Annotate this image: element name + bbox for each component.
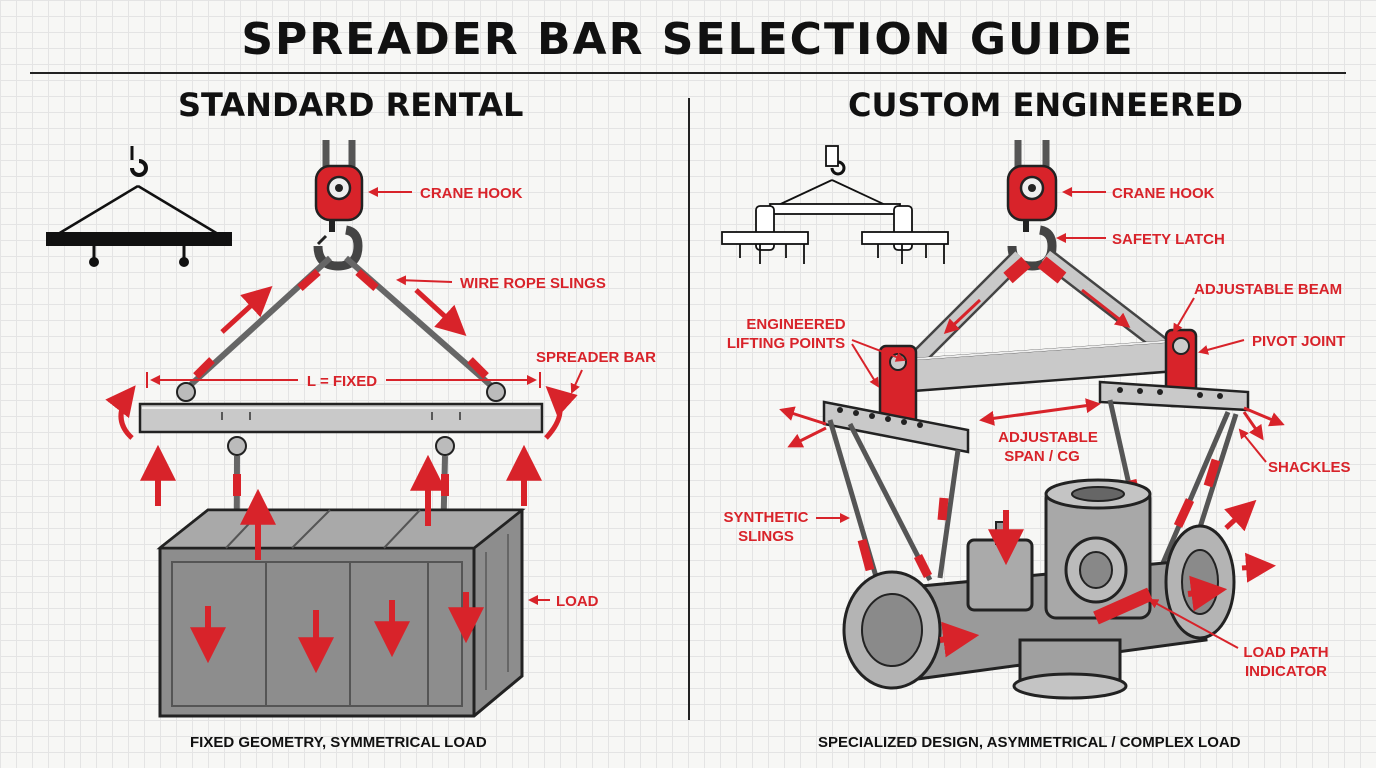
pivot-joint-leader bbox=[1198, 339, 1245, 355]
fixed-length-dimension bbox=[146, 372, 541, 388]
label-shackles: SHACKLES bbox=[1268, 459, 1351, 476]
lifting-points-leader-1 bbox=[851, 339, 906, 362]
label-span-cg: SPAN / CG bbox=[1004, 448, 1080, 465]
custom-engineered-caption: SPECIALIZED DESIGN, ASYMMETRICAL / COMPL… bbox=[818, 734, 1241, 751]
label-lifting-points: LIFTING POINTS bbox=[727, 335, 845, 352]
label-spreader-bar: SPREADER BAR bbox=[536, 349, 656, 366]
adjustable-beam-leader bbox=[1172, 297, 1195, 334]
adjustable-span-dimension bbox=[979, 398, 1101, 426]
left-tension-arrow bbox=[220, 285, 273, 334]
standard-rental-caption: FIXED GEOMETRY, SYMMETRICAL LOAD bbox=[190, 734, 487, 751]
label-safety-latch: SAFETY LATCH bbox=[1112, 231, 1225, 248]
standard-bar-icon bbox=[46, 146, 232, 267]
label-load-path: LOAD PATH bbox=[1243, 644, 1328, 661]
synthetic-slings bbox=[827, 399, 1239, 591]
label-synthetic: SYNTHETIC bbox=[723, 509, 808, 526]
title-rule bbox=[30, 72, 1346, 74]
left-lift-arrows bbox=[140, 444, 542, 674]
lifting-points-leader-2 bbox=[851, 343, 880, 388]
label-slings: SLINGS bbox=[738, 528, 794, 545]
right-rotation-arrow bbox=[544, 385, 578, 440]
label-crane-hook: CRANE HOOK bbox=[420, 185, 523, 202]
label-adjustable: ADJUSTABLE bbox=[998, 429, 1098, 446]
load-path-arrows bbox=[939, 499, 1276, 658]
left-crane-block bbox=[313, 140, 364, 271]
label-indicator: INDICATOR bbox=[1245, 663, 1327, 680]
custom-bar-icon bbox=[721, 145, 949, 264]
pipe-valve-load bbox=[842, 478, 1236, 700]
right-tension-arrow bbox=[414, 288, 467, 337]
label-engineered: ENGINEERED bbox=[746, 316, 845, 333]
spreader-bar bbox=[138, 382, 544, 456]
panel-divider bbox=[688, 98, 690, 720]
label-adjustable-beam: ADJUSTABLE BEAM bbox=[1194, 281, 1342, 298]
standard-rental-heading: STANDARD RENTAL bbox=[178, 86, 524, 124]
label-l-fixed: L = FIXED bbox=[307, 373, 377, 390]
label-pivot-joint: PIVOT JOINT bbox=[1252, 333, 1345, 350]
custom-engineered-heading: CUSTOM ENGINEERED bbox=[848, 86, 1243, 124]
page-title: SPREADER BAR SELECTION GUIDE bbox=[241, 14, 1135, 65]
label-load: LOAD bbox=[556, 593, 599, 610]
slings-leader bbox=[396, 275, 453, 286]
shackles-leader bbox=[1238, 428, 1267, 463]
left-wire-rope-slings bbox=[182, 255, 498, 393]
label-crane-hook-right: CRANE HOOK bbox=[1112, 185, 1215, 202]
load-path-leader bbox=[1148, 599, 1239, 649]
label-wire-rope-slings: WIRE ROPE SLINGS bbox=[460, 275, 606, 292]
left-rotation-arrow bbox=[105, 385, 136, 440]
right-crane-block bbox=[1006, 140, 1058, 271]
adjustable-beam-upper-links bbox=[903, 248, 1174, 373]
spreader-bar-leader bbox=[570, 369, 583, 394]
shackle-force-arrows bbox=[779, 406, 1285, 448]
lifting-point-beams bbox=[822, 380, 1250, 454]
